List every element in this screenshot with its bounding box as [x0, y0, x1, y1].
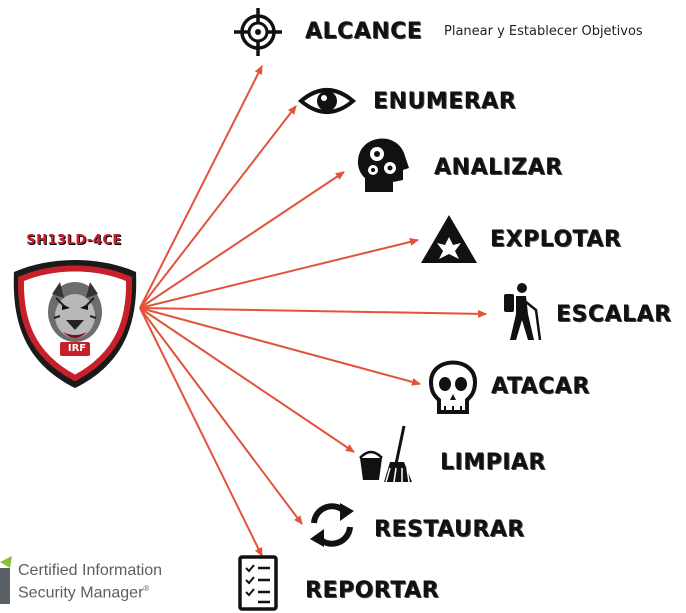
alcance-subtitle: Planear y Establecer Objetivos — [444, 24, 643, 39]
arrows — [139, 65, 487, 557]
arrow-reportar — [139, 307, 263, 557]
skull-icon — [428, 360, 478, 414]
certification-line1: Certified Information — [18, 562, 163, 579]
team-shield — [13, 260, 137, 388]
sync-arrows-icon — [310, 503, 354, 547]
step-label-reportar: REPORTAR — [305, 578, 440, 603]
certification-line2: Security Manager® — [18, 584, 150, 602]
tiger-icon — [48, 282, 102, 342]
arrow-escalar — [139, 307, 487, 318]
arrow-explotar — [139, 238, 419, 309]
eye-icon — [297, 88, 357, 114]
arrow-limpiar — [139, 307, 355, 453]
step-label-limpiar: LIMPIAR — [440, 450, 546, 475]
target-icon — [234, 8, 282, 56]
arrow-alcance — [139, 65, 263, 309]
arrow-restaurar — [139, 307, 303, 525]
registered-mark: ® — [143, 584, 150, 593]
step-label-escalar: ESCALAR — [556, 302, 672, 327]
certification-text: Certified Information Security Manager® — [18, 562, 162, 602]
arrow-atacar — [139, 307, 421, 386]
step-label-explotar: EXPLOTAR — [490, 227, 622, 252]
step-label-analizar: ANALIZAR — [434, 155, 563, 180]
arrow-analizar — [139, 171, 345, 309]
badge-text: IRF — [67, 343, 87, 354]
team-name: SH13LD-4CE — [26, 233, 122, 248]
checklist-icon — [238, 555, 278, 611]
step-label-alcance: ALCANCE — [305, 19, 423, 44]
explosion-warning-icon — [421, 215, 477, 263]
head-gears-icon — [357, 138, 409, 192]
step-label-atacar: ATACAR — [491, 374, 590, 399]
hiker-icon — [504, 283, 542, 341]
step-label-enumerar: ENUMERAR — [373, 89, 517, 114]
arrow-enumerar — [139, 105, 297, 309]
step-label-restaurar: RESTAURAR — [374, 517, 525, 542]
bucket-broom-icon — [359, 425, 412, 483]
cism-logo-mark — [0, 556, 12, 604]
